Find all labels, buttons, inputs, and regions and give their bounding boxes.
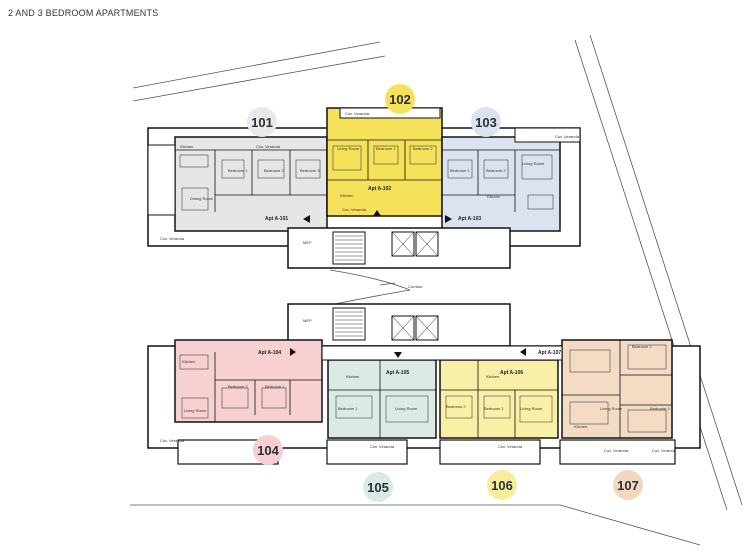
room-label: Bedroom 1	[376, 146, 396, 151]
room-label: Kitchen	[486, 374, 499, 379]
room-label: Cov. Veranda	[498, 444, 523, 449]
room-label: Bedroom 2	[228, 384, 248, 389]
room-label: Kitchen	[574, 424, 587, 429]
upper-floor	[147, 107, 581, 269]
apartment-label: Apt A-105	[386, 370, 409, 376]
apartment-badge-107	[613, 470, 643, 500]
badge-number: 102	[389, 92, 411, 107]
apartment-label: Apt A-101	[265, 216, 288, 222]
entry-arrows-upper	[303, 210, 452, 223]
entry-arrows-lower	[290, 348, 526, 358]
apartment-label: Apt A-102	[368, 186, 391, 192]
room-label: Living Room	[522, 161, 545, 166]
room-label: Bedroom 1	[450, 168, 470, 173]
room-label: Bedroom 1	[265, 384, 285, 389]
room-label: Cov. Veranda	[604, 448, 629, 453]
room-label: Bedroom 2	[632, 344, 652, 349]
room-label: Cov. Veranda	[342, 207, 367, 212]
room-label: Living Room	[520, 406, 543, 411]
room-label: Bedroom 2	[413, 146, 433, 151]
room-label: Living Room	[337, 146, 360, 151]
badge-number: 105	[367, 480, 389, 495]
apartment-badge-101	[247, 107, 277, 137]
page-title: 2 AND 3 BEDROOM APARTMENTS	[8, 8, 159, 18]
room-label: Cov. Veranda	[345, 111, 370, 116]
apartment-102-area	[326, 107, 443, 217]
badge-number: 106	[491, 478, 513, 493]
room-label: Living Room	[184, 408, 207, 413]
badge-number: 107	[617, 478, 639, 493]
room-label: Cov. Veranda	[370, 444, 395, 449]
upper-room-labels: Kitchen Cov. Veranda Bedroom 1 Bedroom 2…	[160, 111, 580, 289]
apartment-badge-103	[471, 107, 501, 137]
room-label: Cov. Veranda	[555, 134, 580, 139]
badge-number: 101	[251, 115, 273, 130]
room-label: Bedroom 2	[446, 404, 466, 409]
apartment-label: Apt A-106	[500, 370, 523, 376]
badge-number: 104	[257, 443, 279, 458]
corridor-label: Corridor	[408, 284, 423, 289]
room-label: Bedroom 2	[264, 168, 284, 173]
room-label: Kitchen	[180, 144, 193, 149]
room-label: Bedroom 3	[650, 406, 670, 411]
room-label: Kitchen	[340, 193, 353, 198]
room-label: Cov. Veranda	[652, 448, 677, 453]
lower-badges: 104 105 106 107	[253, 435, 643, 502]
apartment-label: Apt A-103	[458, 216, 481, 222]
badge-number: 103	[475, 115, 497, 130]
apartment-106-area	[439, 359, 559, 439]
apartment-label: Apt A-104	[258, 350, 281, 356]
apartment-badge-102	[385, 84, 415, 114]
apartment-badge-104	[253, 435, 283, 465]
room-label: Living Room	[395, 406, 418, 411]
room-label: Cov. Veranda	[160, 438, 185, 443]
apartment-101-area	[174, 136, 328, 232]
apartment-103-area	[441, 136, 561, 232]
room-label: Kitchen	[487, 194, 500, 199]
room-label: Kitchen	[346, 374, 359, 379]
room-label: Dining Room	[190, 196, 214, 201]
room-label: Kitchen	[182, 359, 195, 364]
room-label: Cov. Veranda	[160, 236, 185, 241]
room-label: Bedroom 3	[300, 168, 320, 173]
apartment-badge-106	[487, 470, 517, 500]
room-label: Bedroom 2	[486, 168, 506, 173]
room-label: Bedroom 1	[338, 406, 358, 411]
apartment-107-area	[561, 339, 673, 439]
apartment-105-area	[327, 359, 437, 439]
room-label: MEP	[303, 240, 312, 245]
lower-room-labels: Kitchen Apt A-104 Bedroom 2 Bedroom 1 Li…	[160, 318, 677, 453]
room-label: Bedroom 1	[228, 168, 248, 173]
site-lines	[130, 34, 743, 546]
room-label: Cov. Veranda	[256, 144, 281, 149]
apartment-104-area	[174, 339, 323, 423]
lower-floor	[147, 303, 701, 465]
apartment-label: Apt A-107	[538, 350, 561, 356]
apartment-badge-105	[363, 472, 393, 502]
room-label: MEP	[303, 318, 312, 323]
room-label: Bedroom 1	[484, 406, 504, 411]
upper-badges: 101 102 103	[247, 84, 501, 137]
room-label: Living Room	[600, 406, 623, 411]
core-lower	[287, 303, 511, 347]
